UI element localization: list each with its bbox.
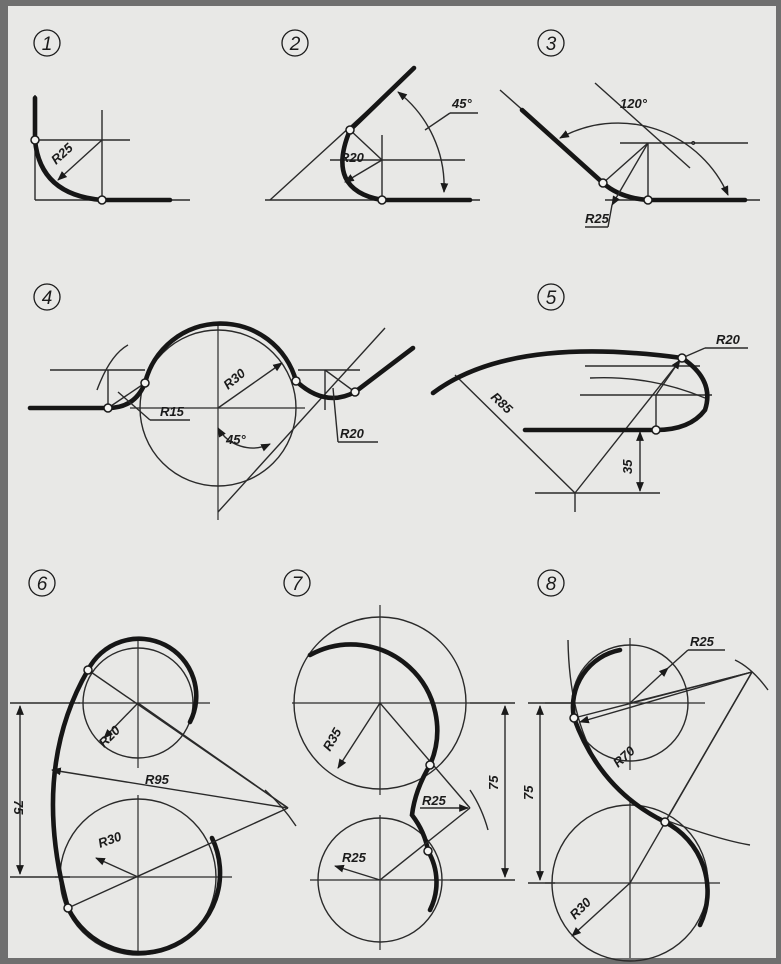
paper-background: [8, 6, 776, 958]
figure-4-label-45deg: 45°: [225, 432, 246, 447]
figure-7-label-r25-lower: R25: [342, 850, 367, 865]
figure-8: 8 75 R25 R70 R30: [521, 569, 769, 962]
figure-6-number: 6: [37, 574, 48, 595]
figure-3-label-r25: R25: [585, 211, 610, 226]
figure-2-label-45deg: 45°: [451, 96, 472, 111]
figure-7-number-circle: [283, 569, 311, 597]
figure-2-number-circle: [281, 29, 309, 57]
figure-7-label-75: 75: [486, 775, 501, 790]
figure-3-number: 3: [546, 34, 557, 55]
figure-6-label-r95: R95: [145, 772, 170, 787]
figure-4-number-circle: [33, 283, 61, 311]
figure-6-label-75: 75: [11, 800, 26, 815]
figure-1-number: 1: [42, 34, 53, 55]
figure-7-number: 7: [292, 574, 304, 595]
figure-8-label-75: 75: [521, 785, 536, 800]
figure-8-number: 8: [546, 574, 557, 595]
figure-7-label-r25-upper: R25: [422, 793, 447, 808]
figure-5-number-circle: [537, 283, 565, 311]
figure-8-number-circle: [537, 569, 565, 597]
figure-1-number-circle: [33, 29, 61, 57]
figure-5-label-35: 35: [620, 459, 635, 474]
figure-2: 2 R20 45°: [265, 29, 480, 205]
figure-2-number: 2: [289, 34, 301, 55]
figure-4-label-r15: R15: [160, 404, 185, 419]
figure-4: 4 R30 R15 45° R20: [27, 283, 416, 520]
figure-3-degree-mark: °: [690, 138, 696, 153]
figure-4-number: 4: [42, 288, 53, 309]
figure-3-number-circle: [537, 29, 565, 57]
figure-3: 3 120° ° R25: [499, 29, 760, 228]
figure-8-label-r25: R25: [690, 634, 715, 649]
figure-6-number-circle: [28, 569, 56, 597]
figure-3-label-120deg: 120°: [620, 96, 648, 111]
figure-2-label-r20: R20: [340, 150, 365, 165]
figure-4-label-r20: R20: [340, 426, 365, 441]
figure-5-label-r20: R20: [716, 332, 741, 347]
figure-5-number: 5: [546, 288, 557, 309]
